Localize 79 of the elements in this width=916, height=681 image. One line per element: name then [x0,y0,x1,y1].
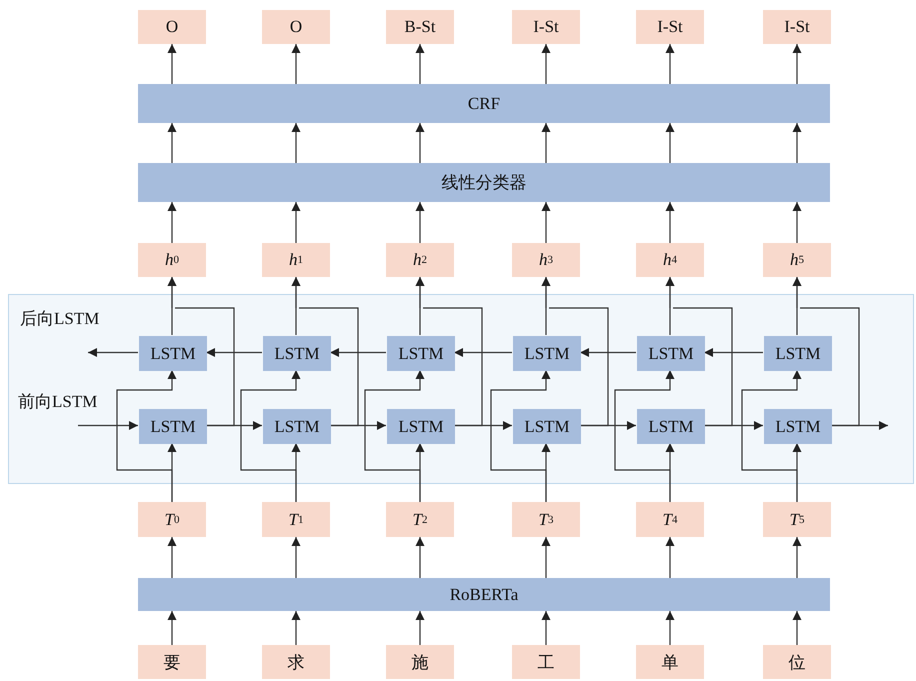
character-box: 位 [763,645,831,679]
arrow [168,123,176,163]
arrow [206,348,262,357]
arrow [741,370,802,502]
arrow [168,202,176,243]
output-tag-box: I-St [512,10,580,44]
classifier-layer-bar: 线性分类器 [138,163,830,202]
arrow [792,611,802,645]
lstm-cell: LSTM [387,409,455,444]
lstm-cell: LSTM [387,336,455,371]
arrow [292,44,300,84]
arrow [416,202,424,243]
arrow [416,537,424,578]
arrow [88,348,138,357]
lstm-cell: LSTM [263,409,331,444]
lstm-cell: LSTM [637,336,705,371]
arrow [792,44,802,84]
arrow [416,277,424,335]
output-tag-box: I-St [763,10,831,44]
arrow [704,348,763,357]
arrow [792,277,802,335]
arrow [292,123,300,163]
arrow [292,611,300,645]
crf-layer-bar: CRF [138,84,830,123]
arrow [292,537,300,578]
arrow [792,537,802,578]
output-tag-box: O [138,10,206,44]
lstm-cell: LSTM [637,409,705,444]
arrow [666,123,674,163]
character-box: 工 [512,645,580,679]
lstm-cell: LSTM [139,336,207,371]
arrow [490,370,550,502]
arrow [78,421,138,430]
output-tag-box: I-St [636,10,704,44]
arrow [292,202,300,243]
arrow [792,123,802,163]
arrow [666,611,674,645]
arrow [542,44,550,84]
lstm-cell: LSTM [764,409,832,444]
arrow [168,44,176,84]
output-tag-box: B-St [386,10,454,44]
character-box: 施 [386,645,454,679]
arrow [168,537,176,578]
arrow [168,277,176,335]
lstm-cell: LSTM [513,409,581,444]
arrow [666,537,674,578]
arrow [416,44,424,84]
character-box: 要 [138,645,206,679]
encoder-layer-bar: RoBERTa [138,578,830,611]
arrow [416,123,424,163]
lstm-cell: LSTM [764,336,832,371]
arrow [116,370,176,502]
arrow [614,370,674,502]
arrow [542,123,550,163]
arrow [580,348,636,357]
character-box: 单 [636,645,704,679]
bilstm-panel [8,294,914,484]
row-label: 前向LSTM [18,392,98,412]
row-label: 后向LSTM [20,309,100,329]
lstm-cell: LSTM [263,336,331,371]
output-tag-box: O [262,10,330,44]
character-box: 求 [262,645,330,679]
arrow [666,44,674,84]
lstm-cell: LSTM [513,336,581,371]
arrow [542,537,550,578]
arrow [240,370,300,502]
arrow [330,348,386,357]
lstm-cell: LSTM [139,409,207,444]
arrow [666,202,674,243]
arrow [364,370,424,502]
arrow [666,277,674,335]
arrow [792,202,802,243]
arrow [168,611,176,645]
arrow [542,202,550,243]
arrow [542,277,550,335]
arrow [542,611,550,645]
arrow [416,611,424,645]
arrow [292,277,300,335]
arrow [454,348,512,357]
